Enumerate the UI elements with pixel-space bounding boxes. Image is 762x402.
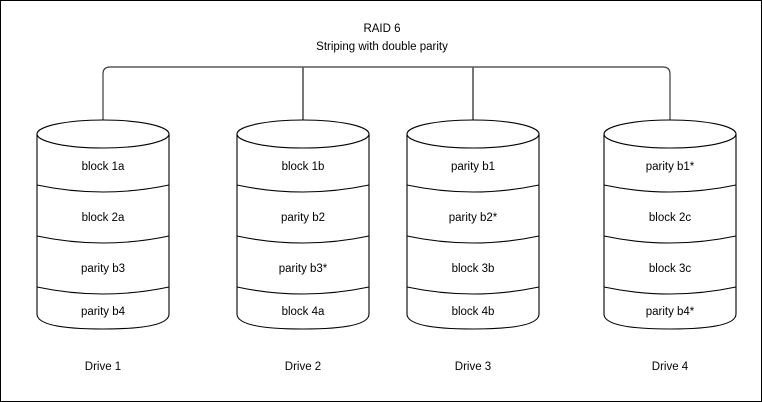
drive-3-block-3: block 3b — [452, 263, 495, 275]
drive-4-block-4: parity b4* — [646, 306, 695, 318]
drive-2-divider-1 — [236, 184, 370, 193]
drive-3-cylinder-body — [406, 133, 540, 330]
drive-1-block-4: parity b4 — [81, 306, 126, 318]
drive-4-block-2: block 2c — [649, 212, 691, 224]
drive-1-block-2: block 2a — [82, 212, 125, 224]
drive-1-block-3: parity b3 — [81, 263, 125, 275]
drive-1-cylinder-body — [36, 133, 170, 330]
bus-rail — [102, 66, 671, 121]
diagram-title: RAID 6 — [363, 23, 400, 35]
drive-2-block-1: block 1b — [282, 161, 325, 173]
diagram-subtitle: Striping with double parity — [316, 41, 448, 53]
drive-4-label: Drive 4 — [652, 361, 689, 373]
drive-3-block-2: parity b2* — [449, 212, 498, 224]
drive-3-divider-3 — [406, 286, 540, 295]
drive-3-block-4: block 4b — [452, 306, 495, 318]
drive-1-divider-2 — [36, 235, 170, 244]
drive-2[interactable]: block 1b parity b2 parity b3* block 4a D… — [236, 119, 370, 373]
drive-4-block-1: parity b1* — [646, 161, 695, 173]
drive-3[interactable]: parity b1 parity b2* block 3b block 4b D… — [406, 119, 540, 373]
drive-4[interactable]: parity b1* block 2c block 3c parity b4* … — [603, 119, 737, 373]
drive-4-divider-1 — [603, 184, 737, 193]
drive-3-divider-2 — [406, 235, 540, 244]
drive-2-cylinder-top — [236, 119, 370, 149]
drive-1-label: Drive 1 — [85, 361, 121, 373]
drive-1-cylinder-top — [36, 119, 170, 149]
drive-2-block-3: parity b3* — [279, 263, 328, 275]
drive-1[interactable]: block 1a block 2a parity b3 parity b4 Dr… — [36, 119, 170, 373]
drive-1-block-1: block 1a — [82, 161, 125, 173]
drive-4-cylinder-body — [603, 133, 737, 330]
drive-4-divider-3 — [603, 286, 737, 295]
drive-2-block-4: block 4a — [282, 306, 325, 318]
drive-4-cylinder-top — [603, 119, 737, 149]
drive-3-block-1: parity b1 — [451, 161, 495, 173]
drive-2-divider-3 — [236, 286, 370, 295]
drive-2-cylinder-body — [236, 133, 370, 330]
drive-4-divider-2 — [603, 235, 737, 244]
drive-3-divider-1 — [406, 184, 540, 193]
drive-3-cylinder-top — [406, 119, 540, 149]
drive-1-divider-3 — [36, 286, 170, 295]
connector-bus — [102, 66, 671, 121]
drive-2-block-2: parity b2 — [281, 212, 325, 224]
drive-4-block-3: block 3c — [649, 263, 691, 275]
drive-1-divider-1 — [36, 184, 170, 193]
drive-2-label: Drive 2 — [285, 361, 321, 373]
drive-2-divider-2 — [236, 235, 370, 244]
drive-3-label: Drive 3 — [455, 361, 491, 373]
